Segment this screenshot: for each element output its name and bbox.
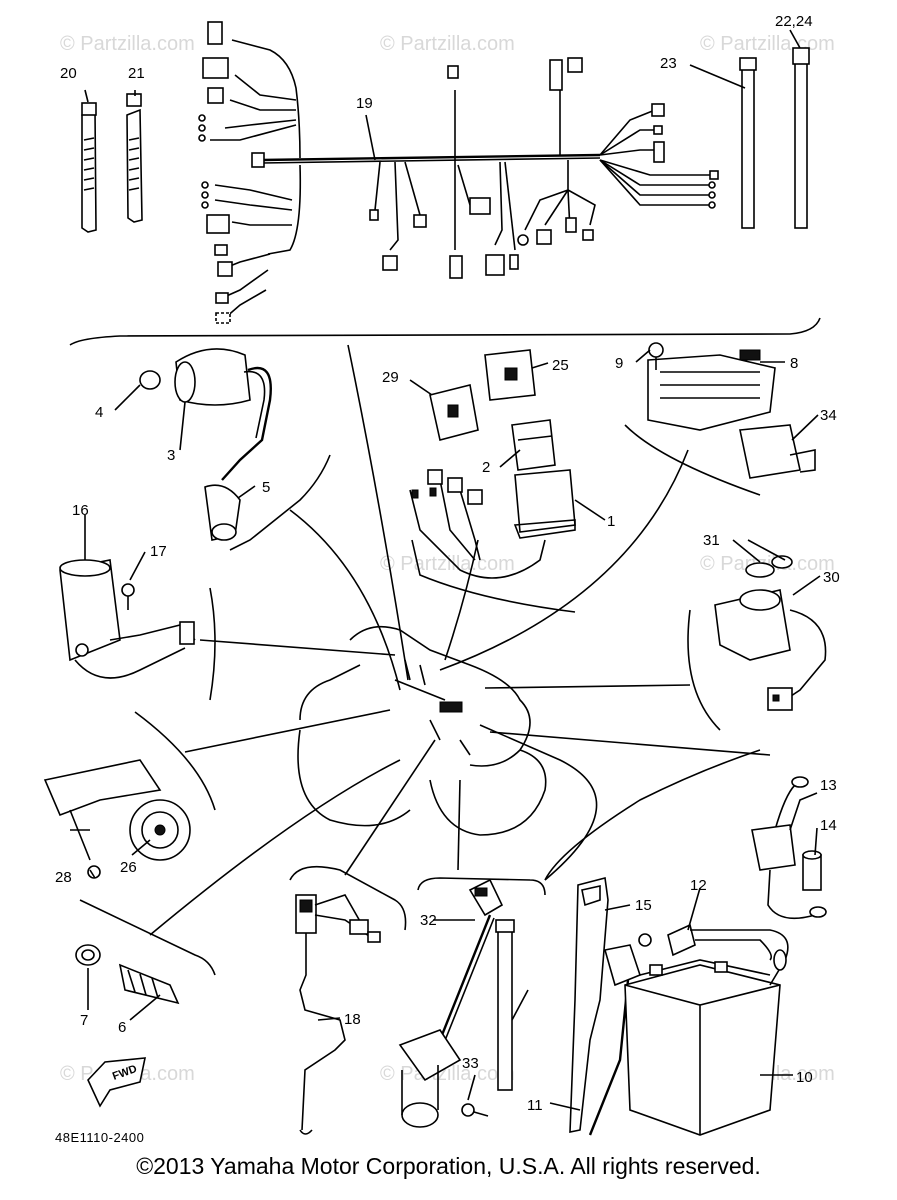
callout-12: 12 [690, 877, 707, 894]
watermark: © Partzilla.com [60, 33, 195, 55]
watermark: © Partzilla.com [380, 33, 515, 55]
callout-8: 8 [790, 355, 798, 372]
callout-21: 21 [128, 65, 145, 82]
watermark: © Partzilla.com [380, 1063, 515, 1085]
middle-components [139, 342, 816, 613]
callout-15: 15 [635, 897, 652, 914]
sensor-lead-group [398, 877, 546, 1128]
callout-19: 19 [356, 95, 373, 112]
callout-27: 28 [55, 869, 72, 886]
callout-4: 4 [95, 404, 103, 421]
motorcycle-silhouette [149, 344, 771, 936]
callout-labels: 20 21 19 23 22,24 4 3 5 29 25 2 1 9 8 34… [55, 13, 840, 1114]
callout-1: 1 [607, 513, 615, 530]
callout-26: 26 [120, 859, 137, 876]
diagram-code: 48E1110-2400 [55, 1130, 144, 1145]
callout-22-24: 22,24 [775, 13, 813, 30]
main-switch-group [59, 559, 216, 701]
callout-20: 20 [60, 65, 77, 82]
callout-11: 11 [527, 1097, 543, 1114]
callout-10: 10 [796, 1069, 813, 1086]
battery-group [544, 749, 827, 1136]
wire-harness-group [69, 21, 821, 346]
brake-switch-group [289, 865, 407, 1135]
copyright-notice: ©2013 Yamaha Motor Corporation, U.S.A. A… [136, 1153, 761, 1179]
callout-leaders [84, 29, 821, 1111]
watermarks: © Partzilla.com © Partzilla.com © Partzi… [60, 33, 835, 1085]
callout-28: 29 [382, 369, 399, 386]
callout-7: 7 [80, 1012, 88, 1029]
callout-6: 6 [118, 1019, 126, 1036]
callout-18: 18 [344, 1011, 361, 1028]
callout-17: 17 [150, 543, 167, 560]
neutral-switch-group: FWD [75, 899, 216, 1108]
callout-29: 30 [823, 569, 840, 586]
callout-25: 25 [552, 357, 569, 374]
callout-16: 16 [72, 502, 89, 519]
callout-31: 32 [420, 912, 437, 929]
callout-33: 34 [820, 407, 837, 424]
starter-relay-group [687, 555, 827, 731]
callout-13: 13 [820, 777, 837, 794]
parts-diagram: © Partzilla.com © Partzilla.com © Partzi… [43, 13, 840, 1145]
callout-5: 5 [262, 479, 270, 496]
callout-2: 2 [482, 459, 490, 476]
callout-32: 33 [462, 1055, 479, 1072]
watermark: © Partzilla.com [700, 33, 835, 55]
horn-group [43, 711, 216, 879]
callout-14: 14 [820, 817, 837, 834]
callout-23: 23 [660, 55, 677, 72]
watermark: © Partzilla.com [380, 553, 515, 575]
callout-30: 31 [703, 532, 720, 549]
callout-3: 3 [167, 447, 175, 464]
callout-9: 9 [615, 355, 623, 372]
